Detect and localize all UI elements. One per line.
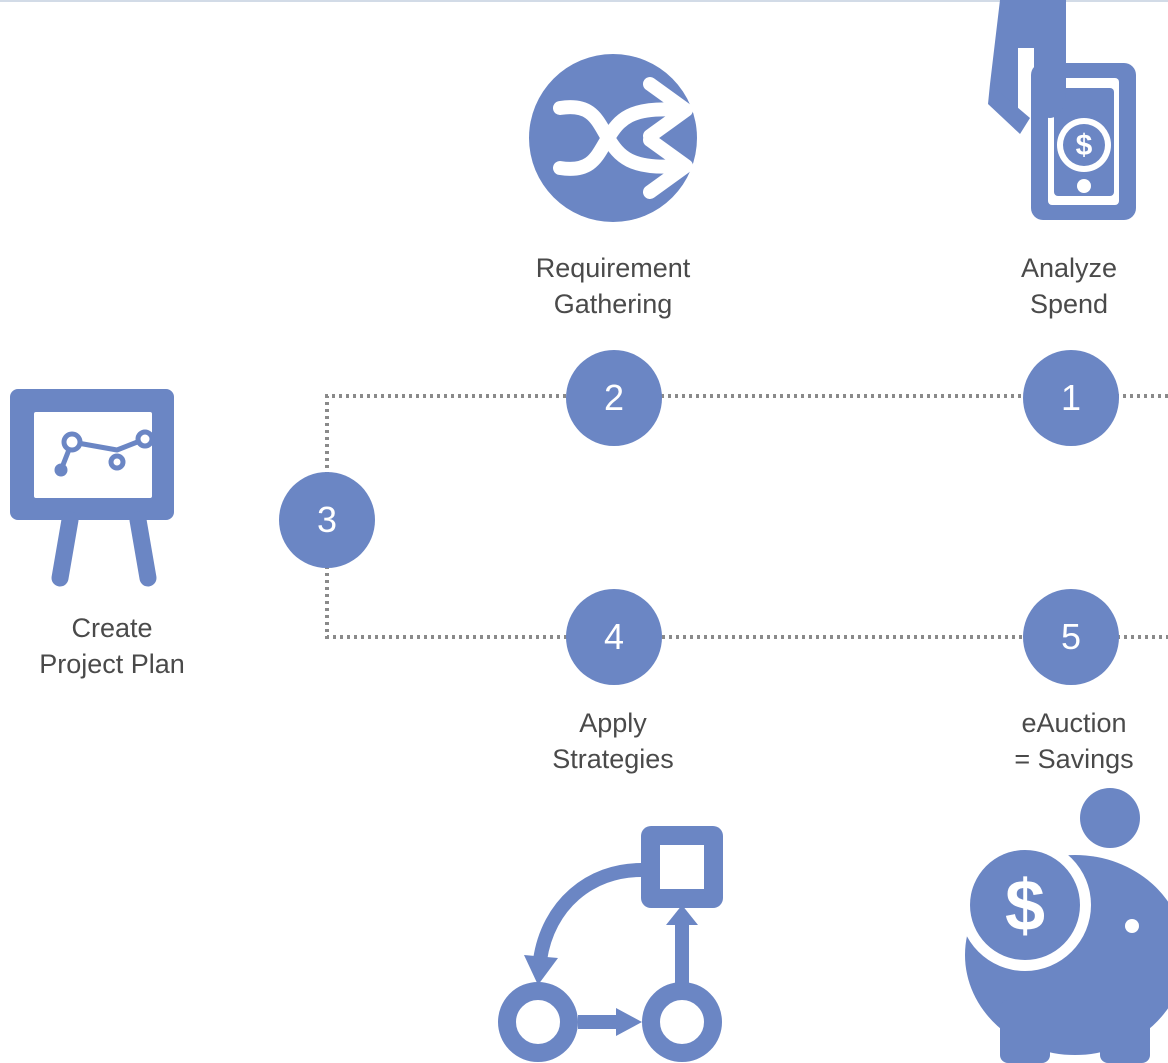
step-5-label: eAuction = Savings <box>1014 708 1134 774</box>
workflow-icon <box>498 826 723 1062</box>
step-5-badge: 5 <box>1023 589 1119 685</box>
step-3-label: Create Project Plan <box>39 613 185 679</box>
connector-bottom <box>325 545 1168 639</box>
step-4-badge: 4 <box>566 589 662 685</box>
svg-text:$: $ <box>1005 866 1045 946</box>
piggy-bank-icon: $ <box>959 788 1168 1063</box>
step-3-badge: 3 <box>279 472 375 568</box>
connector-lines <box>325 394 1168 639</box>
shuffle-arrows-icon <box>529 54 697 222</box>
step-1-badge: 1 <box>1023 350 1119 446</box>
connector-top <box>325 394 1168 495</box>
step-2-label: Requirement Gathering <box>535 253 691 319</box>
hand-money-icon: $ <box>988 0 1136 220</box>
top-border <box>0 0 1168 2</box>
step-2-badge: 2 <box>566 350 662 446</box>
svg-text:$: $ <box>1076 129 1093 162</box>
step-4-label: Apply Strategies <box>552 708 674 774</box>
step-1-label: Analyze Spend <box>1020 253 1118 319</box>
presentation-board-icon <box>10 389 174 587</box>
